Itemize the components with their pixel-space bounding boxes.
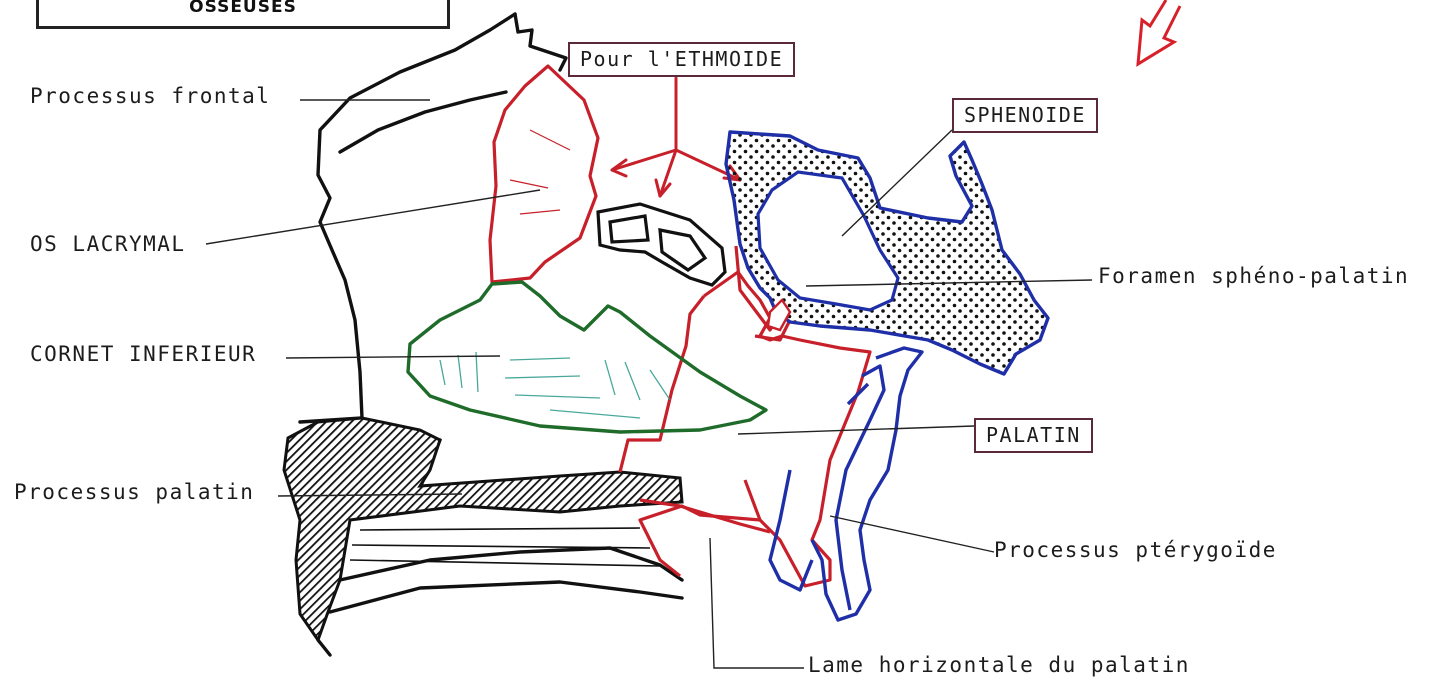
turbinate-texture [440,352,670,418]
pointer-arrow [1138,0,1180,64]
palatine-lower-lines [350,528,660,566]
lacrimal-bone [490,66,598,282]
label-lame-horizontale: Lame horizontale du palatin [808,655,1190,676]
boxed-label-ethmoide: Pour l'ETHMOIDE [568,42,795,77]
boxed-label-sphenoide: SPHENOIDE [952,98,1098,133]
label-processus-pterygoide: Processus ptérygoïde [994,540,1277,561]
ethmoid-cells [598,204,725,285]
boxed-label-palatin: PALATIN [974,418,1093,453]
label-processus-frontal: Processus frontal [30,86,270,107]
label-cornet-inferieur: CORNET INFERIEUR [30,344,256,365]
label-foramen-spheno-palatin: Foramen sphéno-palatin [1098,266,1409,287]
pterygoid-process [770,348,922,620]
label-os-lacrymal: OS LACRYMAL [30,234,186,255]
label-processus-palatin: Processus palatin [14,482,254,503]
maxilla [300,14,682,655]
ethmoid-arrows [612,78,740,196]
section-header: OSSEUSES [36,0,450,29]
